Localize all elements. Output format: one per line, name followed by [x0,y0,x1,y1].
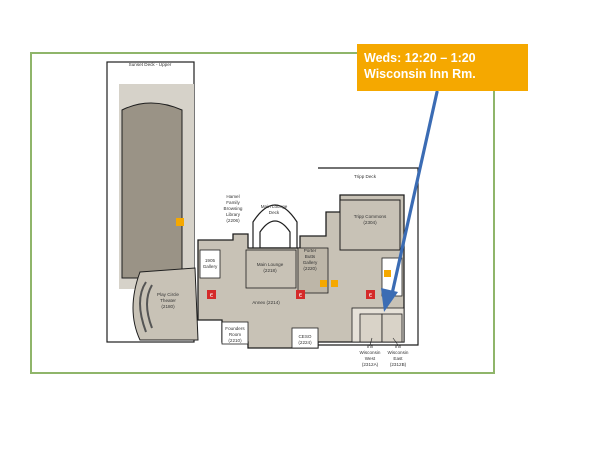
label-wi-east-2: Wisconsin [388,350,409,355]
label-main-lounge-deck-1: Main Lounge [261,204,288,209]
elevator-label-1: E [210,293,213,298]
callout-room: Wisconsin Inn Rm. [364,67,476,81]
label-founders-3: (2210) [228,338,242,343]
label-wi-east-4: (2312B) [390,362,407,367]
label-hamel-5: (2206) [226,218,240,223]
label-main-lounge-1: Main Lounge [257,262,284,267]
sunset-deck-stairs [176,218,184,226]
founders-room [221,321,249,345]
label-hamel-4: Library [226,212,241,217]
label-wi-west-4: (2312A) [362,362,379,367]
label-porter-3: Gallery [303,260,318,265]
label-1905-1: 1905 [205,258,216,263]
elevator-label-3: E [369,293,372,298]
elevator-marker-3 [366,290,375,299]
main-lounge [245,249,297,289]
label-porter-1: Porter [304,248,317,253]
label-wi-west-3: West [365,356,376,361]
label-play-circle-3: (2180) [161,304,175,309]
elevator-marker-1 [207,290,216,299]
location-callout: Weds: 12:20 – 1:20 Wisconsin Inn Rm. [357,44,528,91]
main-lounge-dome [259,220,291,249]
label-hamel-3: Browsing [224,206,243,211]
label-wi-east-3: East [393,356,403,361]
tripp-deck [318,167,419,346]
stairs-marker-2 [331,280,338,287]
leader-wi-east [392,337,399,346]
label-tripp-deck: Tripp Deck [354,174,377,179]
label-play-circle-2: Theater [160,298,176,303]
elevator-marker-2 [296,290,305,299]
label-1905-2: Gallery [203,264,218,269]
label-sunset-deck: Sunset Deck - Upper [129,62,172,67]
label-ceso-2: (2224) [298,340,312,345]
label-main-lounge-deck-2: Deck [269,210,280,215]
theater-seating [139,281,147,333]
stairs-marker-3 [384,270,391,277]
label-annex: Annex (2214) [252,300,280,305]
stairs-marker-1 [320,280,327,287]
label-porter-4: (2220) [303,266,317,271]
callout-time: Weds: 12:20 – 1:20 [364,51,476,65]
label-hamel-1: Hamel [226,194,239,199]
label-wi-west-2: Wisconsin [360,350,381,355]
label-play-circle-1: Play Circle [157,292,179,297]
elevator-label-2: E [299,293,302,298]
label-ceso-1: CESO [298,334,311,339]
label-tripp-commons-2: (2304) [363,220,377,225]
wisconsin-inn-east-room [381,313,403,343]
pointer-arrow-head [381,288,398,312]
sunset-deck-dark-wall [121,102,183,279]
leader-wi-west [369,337,373,346]
label-main-lounge-2: (2218) [263,268,277,273]
label-porter-2: Butts [305,254,316,259]
ceso-room [291,327,319,349]
wisconsin-inn-west-room [359,313,383,343]
label-hamel-2: Family [226,200,240,205]
pointer-arrow-shaft [390,90,439,296]
label-founders-2: Room [229,332,241,337]
label-wi-east-1: Inn [395,344,402,349]
theater-seating-2 [146,284,153,329]
label-wi-west-1: Inn [367,344,374,349]
label-founders-1: Founders [225,326,245,331]
tripp-commons [339,199,401,251]
label-tripp-commons-1: Tripp Commons [354,214,387,219]
gallery-1905 [199,249,221,279]
